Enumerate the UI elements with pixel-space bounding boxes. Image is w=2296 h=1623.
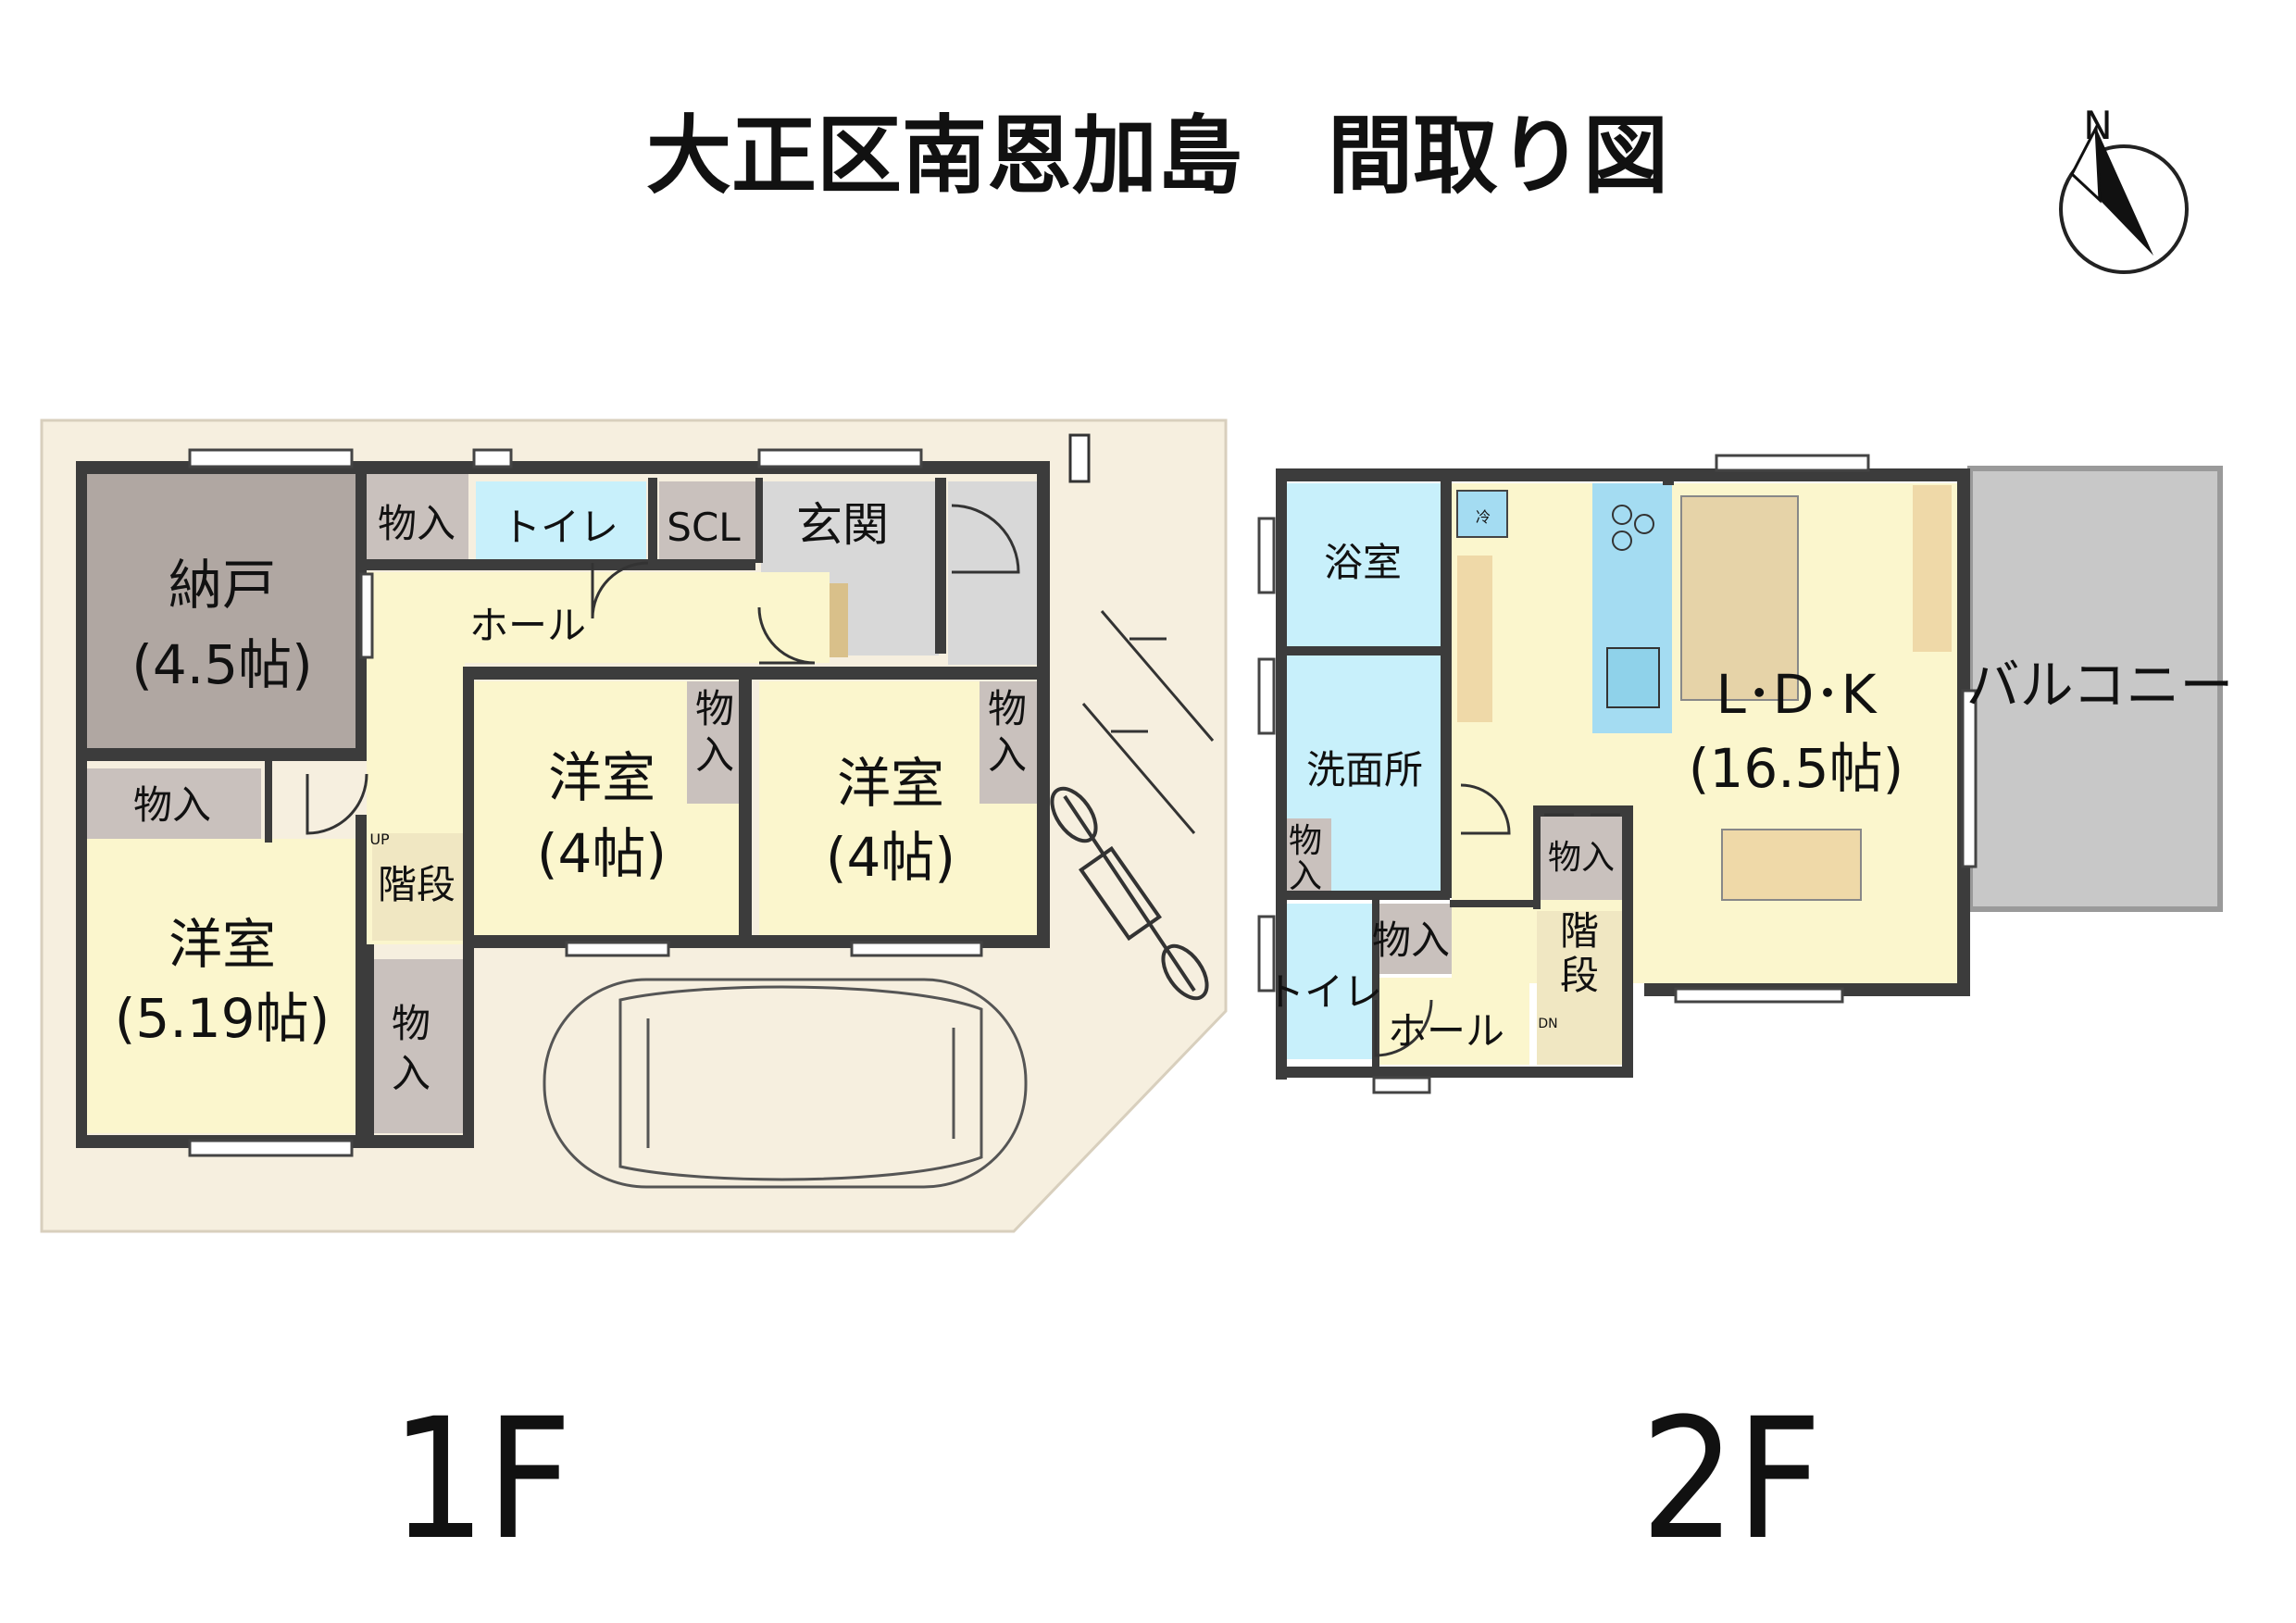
closet-bottom-label-1: 物 xyxy=(392,1001,430,1046)
closet-right-label-2: 入 xyxy=(988,732,1027,778)
door-western-left xyxy=(306,773,368,835)
window-2f-5 xyxy=(1257,915,1276,993)
closet-b-label: 物入 xyxy=(1372,918,1450,963)
washroom-label: 洗面所 xyxy=(1306,747,1423,793)
balcony-fill xyxy=(1967,466,2223,912)
stairs-2f-label-1: 階 xyxy=(1560,908,1599,954)
page-title: 大正区南恩加島 間取り図 xyxy=(646,106,1668,206)
meter-icon xyxy=(1068,433,1091,483)
window-1f-4 xyxy=(565,941,670,957)
closet-top-label: 物入 xyxy=(378,501,455,546)
window-1f-1 xyxy=(188,448,354,468)
closet-mid-fill xyxy=(687,681,739,804)
closet-left-label: 物入 xyxy=(133,782,211,828)
closet-bottom-label-2: 入 xyxy=(392,1051,430,1096)
kitchen-back-counter xyxy=(1457,556,1492,722)
window-1f-6 xyxy=(188,1139,354,1157)
closet-left-fill xyxy=(85,768,261,839)
closet-mid-label-1: 物 xyxy=(695,686,734,731)
closet-right-fill xyxy=(980,681,1037,804)
bath-fill xyxy=(1287,483,1441,646)
western-left-size: (5.19帖) xyxy=(115,987,330,1050)
fridge xyxy=(1456,490,1508,538)
bath-label: 浴室 xyxy=(1324,540,1402,585)
compass-label: N xyxy=(2083,103,2112,148)
closet-c-fill xyxy=(1541,817,1624,900)
toilet-1f-label: トイレ xyxy=(502,505,618,550)
scl-label: SCL xyxy=(667,505,741,550)
bicycle-icon xyxy=(1081,610,1215,834)
toilet-2f-label: トイレ xyxy=(1266,969,1382,1015)
stairs-dn-label: DN xyxy=(1538,1017,1557,1031)
north-arrow-icon: N xyxy=(2059,103,2189,274)
door-toilet-2f xyxy=(1374,999,1433,1057)
sink-icon xyxy=(1606,647,1660,708)
window-2f-3 xyxy=(1257,517,1276,594)
storage-room-size: (4.5帖) xyxy=(131,633,313,696)
balcony-label: バルコニー xyxy=(1966,654,2234,717)
entrance-label: 玄関 xyxy=(796,498,889,552)
hall-2f-label: ホール xyxy=(1388,1008,1504,1054)
closet-a-fill xyxy=(1287,818,1331,891)
toilet-1f-fill xyxy=(476,481,646,563)
stairs-2f-fill xyxy=(1537,911,1624,1065)
window-1f-2 xyxy=(472,448,513,468)
ldk-name: L･D･K xyxy=(1716,663,1878,726)
door-washroom xyxy=(1460,783,1511,835)
closet-b-fill xyxy=(1372,904,1452,974)
stairs-1f-label: 階段 xyxy=(378,862,455,907)
storage-room-fill xyxy=(85,470,361,752)
closet-right-label-1: 物 xyxy=(988,686,1027,731)
dining-table xyxy=(1721,829,1862,901)
door-toilet xyxy=(591,561,649,619)
hall-1f-label: ホール xyxy=(469,603,586,648)
scl-fill xyxy=(659,481,755,563)
motorcycle-icon xyxy=(1050,786,1209,1001)
window-2f-4 xyxy=(1257,657,1276,735)
western-left-name: 洋室 xyxy=(168,913,276,976)
window-1f-3 xyxy=(757,448,923,468)
ldk-size: (16.5帖) xyxy=(1689,737,1903,800)
tv-board xyxy=(1913,485,1952,652)
stove-icon xyxy=(1612,505,1654,551)
hall-1f-fill xyxy=(367,572,830,663)
closet-a-label-1: 物 xyxy=(1289,822,1322,860)
stairs-1f-fill xyxy=(372,833,463,941)
stairs-up-label: UP xyxy=(369,830,390,848)
closet-a-label-2: 入 xyxy=(1289,857,1322,895)
door-entrance xyxy=(951,504,1020,574)
walls-2f xyxy=(1276,468,1970,1080)
window-2f-2 xyxy=(1674,987,1844,1004)
western-right-size: (4帖) xyxy=(826,826,955,889)
closet-mid-label-2: 入 xyxy=(695,732,734,778)
floor-2-label: 2F xyxy=(1641,1383,1822,1577)
entrance-step xyxy=(830,583,848,657)
stairs-2f-label-2: 段 xyxy=(1560,953,1599,998)
western-right-name: 洋室 xyxy=(837,752,944,815)
western-left-fill xyxy=(85,839,361,1133)
western-mid-size: (4帖) xyxy=(537,822,667,885)
fridge-mark: 冷 xyxy=(1476,508,1491,526)
closet-c-label: 物入 xyxy=(1548,839,1615,877)
western-mid-name: 洋室 xyxy=(548,746,655,809)
window-2f-6 xyxy=(1372,1076,1431,1094)
window-2f-1 xyxy=(1715,454,1870,472)
sofa xyxy=(1680,495,1799,701)
closet-bottom-fill xyxy=(372,959,465,1133)
storage-room-name: 納戸 xyxy=(168,554,276,617)
floor-2-plan: 浴室 洗面所 物 入 トイレ 物入 ホール 階 段 DN 物入 冷 L･D･K … xyxy=(1257,454,2234,1577)
toilet-2f-fill xyxy=(1287,904,1376,1059)
closet-top-fill xyxy=(367,470,468,570)
window-2f-7 xyxy=(1961,689,1978,868)
floor-1-plan: 納戸 (4.5帖) 物入 トイレ SCL 玄関 ホール 洋室 (4帖) 物 入 … xyxy=(40,418,1228,1577)
window-1f-5 xyxy=(850,941,983,957)
car-icon xyxy=(543,978,1028,1189)
floor-1-label: 1F xyxy=(391,1383,572,1577)
window-1f-7 xyxy=(359,572,374,659)
door-hall xyxy=(757,606,816,665)
walls-1f xyxy=(76,461,1050,1148)
